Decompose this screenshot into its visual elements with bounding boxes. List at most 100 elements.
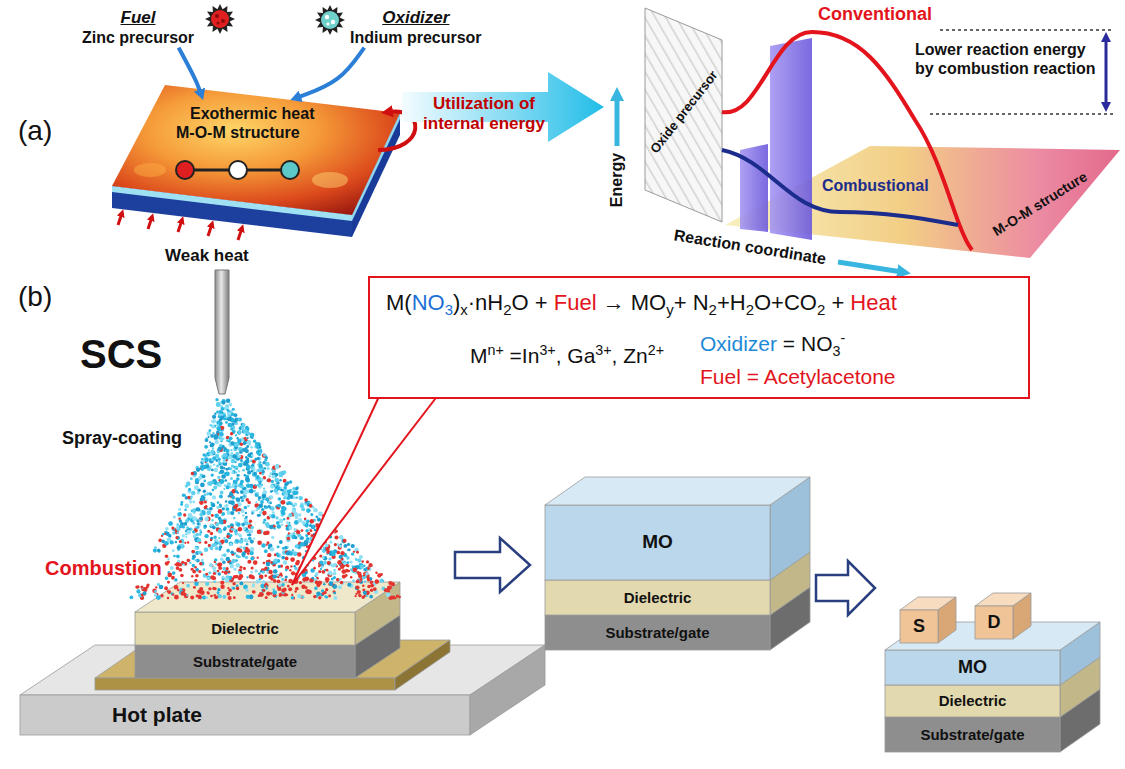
droplet xyxy=(193,522,196,525)
droplet xyxy=(181,561,184,564)
stack-two xyxy=(545,580,770,615)
droplet xyxy=(214,543,217,546)
droplet xyxy=(231,528,234,531)
droplet xyxy=(144,589,147,592)
droplet xyxy=(271,490,273,492)
droplet xyxy=(250,547,254,551)
droplet xyxy=(177,546,181,550)
stack-three xyxy=(900,610,938,643)
curve-label: Conventional xyxy=(818,4,932,26)
droplet xyxy=(245,588,248,591)
droplet xyxy=(210,575,214,579)
droplet xyxy=(238,571,242,575)
droplet xyxy=(220,440,223,443)
droplet xyxy=(198,476,202,480)
droplet xyxy=(257,514,260,517)
droplet xyxy=(254,457,257,460)
droplet xyxy=(226,567,229,570)
droplet xyxy=(238,470,241,473)
droplet xyxy=(292,532,295,535)
droplet xyxy=(229,543,232,546)
droplet xyxy=(363,574,365,576)
droplet xyxy=(373,587,377,591)
droplet xyxy=(233,505,237,509)
droplet xyxy=(315,515,318,518)
droplet xyxy=(300,542,305,547)
droplet xyxy=(356,579,360,583)
droplet xyxy=(277,545,280,548)
droplet xyxy=(130,595,134,599)
droplet xyxy=(286,551,291,556)
droplet xyxy=(232,484,237,489)
droplet xyxy=(278,497,282,501)
droplet xyxy=(271,484,275,488)
droplet xyxy=(299,536,304,541)
droplet xyxy=(277,524,282,529)
node-text: Dielectric xyxy=(939,692,1007,710)
droplet xyxy=(272,511,275,514)
droplet xyxy=(218,537,220,539)
droplet xyxy=(226,549,230,553)
droplet xyxy=(217,563,221,567)
droplet xyxy=(230,441,234,445)
droplet xyxy=(325,596,328,599)
droplet xyxy=(298,496,302,500)
droplet xyxy=(244,521,248,525)
droplet xyxy=(192,555,196,559)
droplet xyxy=(219,545,223,549)
droplet xyxy=(285,569,288,572)
droplet xyxy=(235,485,238,488)
droplet xyxy=(247,505,250,508)
droplet xyxy=(288,587,292,591)
node-text: Dielectric xyxy=(211,620,279,638)
droplet xyxy=(257,557,259,559)
layer-box: MO xyxy=(885,650,1060,685)
droplet xyxy=(292,551,297,556)
droplet xyxy=(370,588,373,591)
oxidizer-icon xyxy=(315,5,345,35)
droplet xyxy=(238,430,242,434)
droplet xyxy=(239,574,244,579)
droplet xyxy=(212,526,216,530)
droplet xyxy=(219,424,221,426)
droplet xyxy=(213,463,216,466)
node-text: Oxidizer = NO3- xyxy=(700,330,845,360)
droplet xyxy=(251,464,254,467)
fuel-icon xyxy=(221,19,225,23)
droplet xyxy=(337,560,342,565)
droplet xyxy=(259,461,262,464)
droplet xyxy=(264,505,268,509)
droplet xyxy=(317,518,321,522)
droplet xyxy=(229,541,234,546)
droplet xyxy=(328,571,332,575)
droplet xyxy=(238,417,242,421)
droplet xyxy=(342,574,346,578)
droplet xyxy=(273,559,277,563)
droplet xyxy=(192,501,195,504)
droplet xyxy=(176,523,179,526)
droplet xyxy=(164,586,168,590)
droplet xyxy=(263,531,267,535)
droplet xyxy=(208,544,210,546)
stack-three xyxy=(885,650,1060,685)
droplet xyxy=(258,448,262,452)
droplet xyxy=(165,562,169,566)
droplet xyxy=(204,480,207,483)
droplet xyxy=(190,477,193,480)
droplet xyxy=(192,530,195,533)
node-text: D xyxy=(988,612,1001,634)
droplet xyxy=(200,497,205,502)
droplet xyxy=(243,487,246,490)
droplet xyxy=(285,557,289,561)
layer-box: MO xyxy=(545,505,770,580)
droplet xyxy=(226,459,228,461)
droplet xyxy=(292,505,295,508)
droplet xyxy=(314,586,318,590)
droplet xyxy=(235,465,239,469)
droplet xyxy=(272,469,276,473)
droplet xyxy=(279,479,282,482)
droplet xyxy=(261,543,265,547)
droplet xyxy=(332,550,335,553)
droplet xyxy=(245,547,248,550)
oxidizer-icon xyxy=(325,15,329,19)
